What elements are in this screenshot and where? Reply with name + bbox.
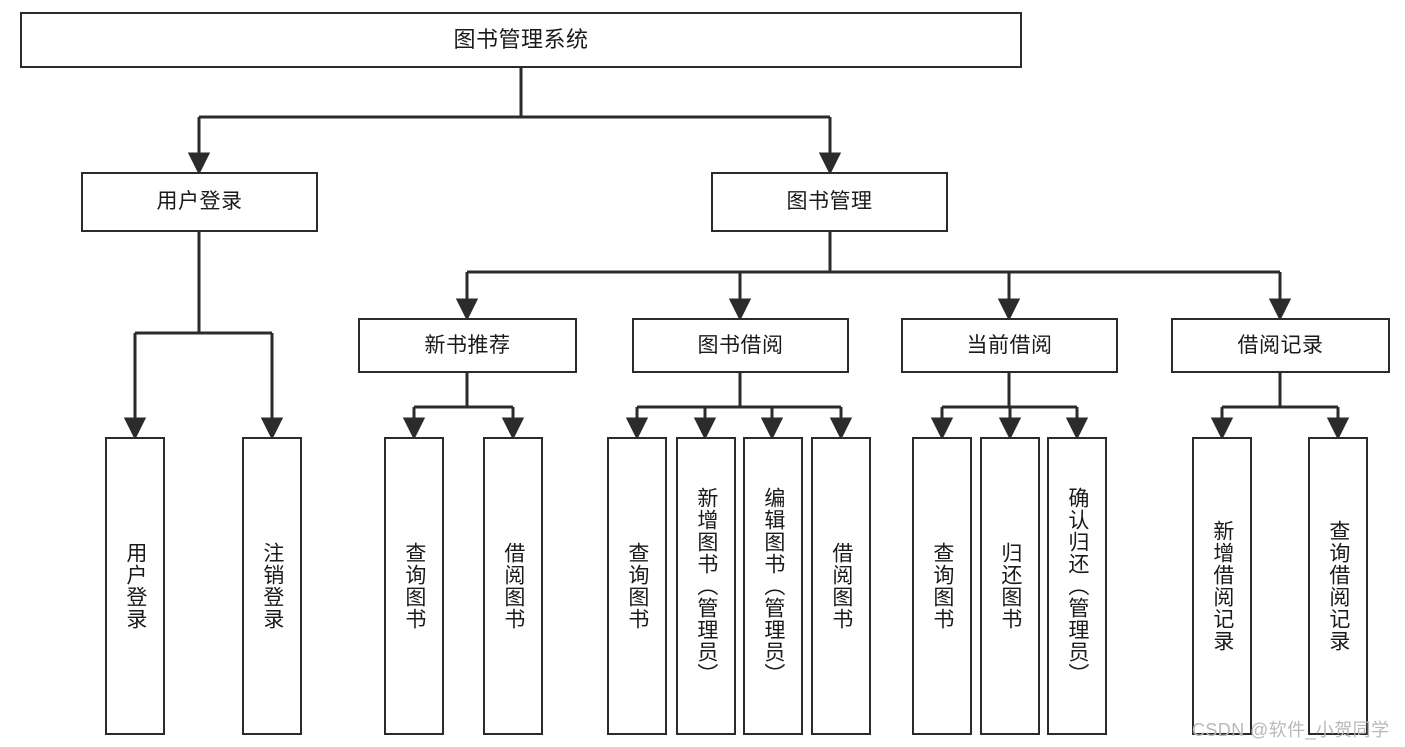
node-label: 图书管理系统 <box>453 26 589 52</box>
node-label: 图书管理 <box>786 190 873 214</box>
node-label: 借阅图书 <box>829 542 853 630</box>
node-leaf-edit-book[interactable]: 编辑图书（管理员） <box>743 437 803 735</box>
node-current-borrow[interactable]: 当前借阅 <box>901 318 1118 373</box>
node-book-management-system[interactable]: 图书管理系统 <box>20 12 1022 68</box>
node-book-borrow[interactable]: 图书借阅 <box>632 318 849 373</box>
node-label: 借阅记录 <box>1237 333 1324 357</box>
node-label: 注销登录 <box>260 542 284 630</box>
node-label: 用户登录 <box>123 542 147 630</box>
node-label: 新增图书（管理员） <box>694 487 718 685</box>
node-leaf-logout-login[interactable]: 注销登录 <box>242 437 302 735</box>
node-label: 查询图书 <box>625 542 649 630</box>
node-book-management[interactable]: 图书管理 <box>711 172 948 232</box>
node-leaf-query-book-2[interactable]: 查询图书 <box>607 437 667 735</box>
node-label: 新书推荐 <box>424 333 511 357</box>
node-user-login[interactable]: 用户登录 <box>81 172 318 232</box>
watermark-label: CSDN @软件_小贺同学 <box>1192 720 1390 740</box>
node-label: 查询图书 <box>402 542 426 630</box>
node-label: 图书借阅 <box>697 333 784 357</box>
node-label: 用户登录 <box>156 190 243 214</box>
node-leaf-query-record[interactable]: 查询借阅记录 <box>1308 437 1368 735</box>
node-label: 查询借阅记录 <box>1326 520 1350 652</box>
node-leaf-confirm-return[interactable]: 确认归还（管理员） <box>1047 437 1107 735</box>
node-new-book-recommend[interactable]: 新书推荐 <box>358 318 577 373</box>
node-label: 新增借阅记录 <box>1210 520 1234 652</box>
node-leaf-return-book[interactable]: 归还图书 <box>980 437 1040 735</box>
node-label: 借阅图书 <box>501 542 525 630</box>
node-leaf-borrow-book-2[interactable]: 借阅图书 <box>811 437 871 735</box>
node-label: 确认归还（管理员） <box>1065 487 1089 685</box>
node-leaf-query-book-1[interactable]: 查询图书 <box>384 437 444 735</box>
node-leaf-add-book[interactable]: 新增图书（管理员） <box>676 437 736 735</box>
node-leaf-borrow-book-1[interactable]: 借阅图书 <box>483 437 543 735</box>
node-leaf-add-record[interactable]: 新增借阅记录 <box>1192 437 1252 735</box>
node-leaf-query-book-3[interactable]: 查询图书 <box>912 437 972 735</box>
node-leaf-user-login[interactable]: 用户登录 <box>105 437 165 735</box>
node-label: 归还图书 <box>998 542 1022 630</box>
node-borrow-record[interactable]: 借阅记录 <box>1171 318 1390 373</box>
node-label: 当前借阅 <box>966 333 1053 357</box>
node-label: 编辑图书（管理员） <box>761 487 785 685</box>
node-label: 查询图书 <box>930 542 954 630</box>
